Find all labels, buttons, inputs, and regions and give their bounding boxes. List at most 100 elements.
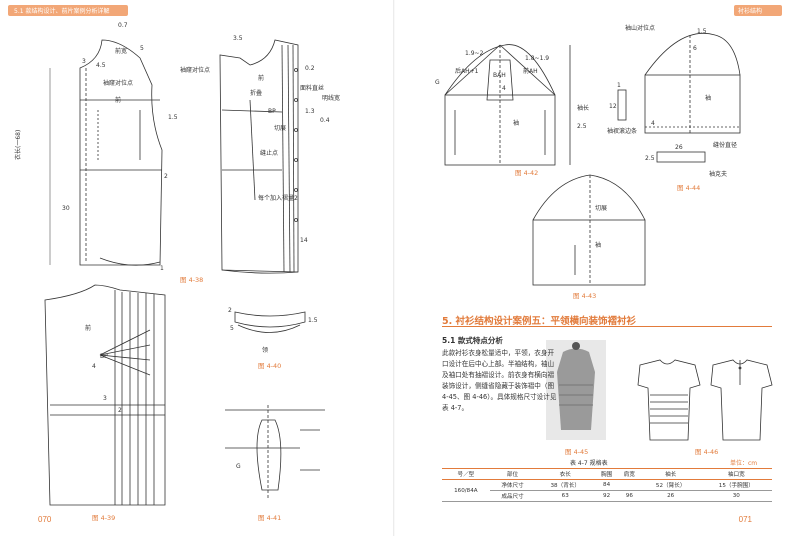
label-41-g: G <box>236 463 241 470</box>
table-header-cell: 部位 <box>489 468 536 480</box>
label-39-v4: 4 <box>92 363 96 370</box>
label-front: 前 <box>115 96 121 104</box>
right-page: 衬衫结构 <box>395 0 790 536</box>
label-44-v1: 1 <box>617 82 621 89</box>
label-stop: 缝止点 <box>260 149 278 157</box>
label-42-back-ah: 后AH+1 <box>455 67 479 75</box>
table-cell: 63 <box>535 490 596 502</box>
table-title: 表 4-7 规格表 <box>570 460 608 467</box>
label-v3: 3 <box>82 58 86 65</box>
fig-4-46-back-sketch <box>710 359 773 441</box>
label-v30: 30 <box>62 205 70 212</box>
fig-4-42-sleeve-draft <box>444 44 571 166</box>
label-39-front: 前 <box>85 324 91 332</box>
fig-4-38-pleated-pattern <box>219 39 299 274</box>
caption-fig-4-39: 图 4-39 <box>92 514 116 522</box>
table-header-cell: 袖口宽 <box>700 468 772 480</box>
caption-fig-4-45: 图 4-45 <box>565 448 589 456</box>
label-v13: 1.3 <box>305 108 315 115</box>
label-pleats: 每个加入褶量2 <box>258 194 298 202</box>
label-v2: 2 <box>164 173 168 180</box>
table-header-cell: 胸围 <box>595 468 618 480</box>
left-page-drawings: 前宽 前 袖窿对位点 袖窿对位点 0.7 5 3 4.5 1.5 2 30 1 … <box>14 22 340 506</box>
label-v45: 4.5 <box>96 62 106 69</box>
label-39-bp: BP <box>100 353 108 360</box>
table-header-cell: 袖长 <box>640 468 701 480</box>
label-40-v15: 1.5 <box>308 317 318 324</box>
table-header-cell: 衣长 <box>535 468 596 480</box>
label-42-v25: 2.5 <box>577 123 587 130</box>
label-v1: 1 <box>160 265 164 272</box>
label-44-cuff-piece: 袖衩滚边条 <box>607 127 637 135</box>
label-v15: 1.5 <box>168 114 178 121</box>
table-header-row: 号／型 部位 衣长 胸围 肩宽 袖长 袖口宽 <box>442 468 772 480</box>
fig-4-39-pattern <box>44 284 166 506</box>
label-v07: 0.7 <box>118 22 128 29</box>
label-40-collar: 领 <box>262 346 268 354</box>
label-cut: 切展 <box>274 125 286 132</box>
label-44-v4: 4 <box>651 120 655 127</box>
fig-4-45-photo <box>546 340 606 440</box>
label-39-v2: 2 <box>118 407 122 414</box>
table-cell: 净体尺寸 <box>489 479 536 491</box>
label-42-length: 袖长 <box>577 104 589 112</box>
table-header-cell: 肩宽 <box>617 468 641 480</box>
left-header-text: 5.1 款结构设计、前片案例分析详解 <box>14 8 110 15</box>
label-44-grain: 缝份直径 <box>713 141 737 149</box>
fig-4-46-front-sketch <box>637 359 701 441</box>
label-v14: 14 <box>300 237 308 244</box>
label-bp: BP <box>268 108 276 115</box>
table-cell: 15（手腕围） <box>700 479 772 491</box>
label-44-v25: 2.5 <box>645 155 655 162</box>
label-length: 衣长(一68) <box>14 130 22 160</box>
label-44-v15: 1.5 <box>697 28 707 35</box>
label-42-bah: BAH <box>493 72 506 79</box>
table-cell: 30 <box>700 490 772 502</box>
table-cell: 92 <box>595 490 618 502</box>
table-cell: 成品尺寸 <box>489 490 536 502</box>
caption-fig-4-43: 图 4-43 <box>573 292 597 300</box>
label-collar-width: 前宽 <box>115 47 127 55</box>
caption-fig-4-46: 图 4-46 <box>695 448 719 456</box>
caption-fig-4-38: 图 4-38 <box>180 276 204 284</box>
table-header-cell: 号／型 <box>442 468 490 480</box>
label-42-v4: 4 <box>502 85 506 92</box>
label-43-cut: 切展 <box>595 205 607 212</box>
left-page: 5.1 款结构设计、前片案例分析详解 <box>8 5 341 524</box>
subsection-title: 5.1 款式特点分析 <box>442 336 503 345</box>
fig-4-43-sleeve-cut <box>532 174 646 286</box>
label-44-cuff: 袖克夫 <box>709 170 727 178</box>
fig-4-44-sleeve <box>617 33 741 163</box>
caption-fig-4-44: 图 4-44 <box>677 184 701 192</box>
label-39-v3: 3 <box>103 395 107 402</box>
label-42-v18: 1.8~1.9 <box>525 55 549 62</box>
label-placket: 明线宽 <box>322 94 340 102</box>
table-row: 160/84A 净体尺寸 38（背长） 84 52（臂长） 15（手腕围） <box>442 479 772 502</box>
right-page-drawings: 后AH+1 前AH BAH 1.9~2 1.8~1.9 袖 袖长 2.5 4 G… <box>435 24 773 441</box>
label-notch-2: 袖窿对位点 <box>180 66 210 74</box>
label-42-front-ah: 前AH <box>523 67 538 75</box>
right-page-header: 衬衫结构 <box>734 5 782 16</box>
table-cell: 96 <box>617 490 641 502</box>
right-header-text: 衬衫结构 <box>738 8 763 15</box>
label-43-sleeve: 袖 <box>595 241 601 249</box>
label-v02: 0.2 <box>305 65 315 72</box>
table-cell: 52（臂长） <box>640 479 701 491</box>
label-42-sleeve: 袖 <box>513 119 519 127</box>
label-v04: 0.4 <box>320 117 330 124</box>
fig-4-38-front-pattern <box>49 39 163 266</box>
label-44-v12: 12 <box>609 103 617 110</box>
table-cell: 26 <box>640 490 701 502</box>
caption-fig-4-40: 图 4-40 <box>258 362 282 370</box>
label-44-v26: 26 <box>675 144 683 151</box>
label-44-v6: 6 <box>693 45 697 52</box>
label-40-v2: 2 <box>228 307 232 314</box>
label-42-v192: 1.9~2 <box>465 50 484 57</box>
table-cell <box>617 479 641 491</box>
label-fold: 折叠 <box>250 89 262 97</box>
caption-fig-4-41: 图 4-41 <box>258 514 282 522</box>
left-page-number: 070 <box>38 515 52 524</box>
body-paragraph: 此款衬衫衣身松量适中，平领，衣身开口设计在后中心上部。半袖结构，袖山及袖口处有抽… <box>442 349 557 412</box>
table-unit: 单位：cm <box>730 460 758 467</box>
table-cell: 84 <box>595 479 618 491</box>
